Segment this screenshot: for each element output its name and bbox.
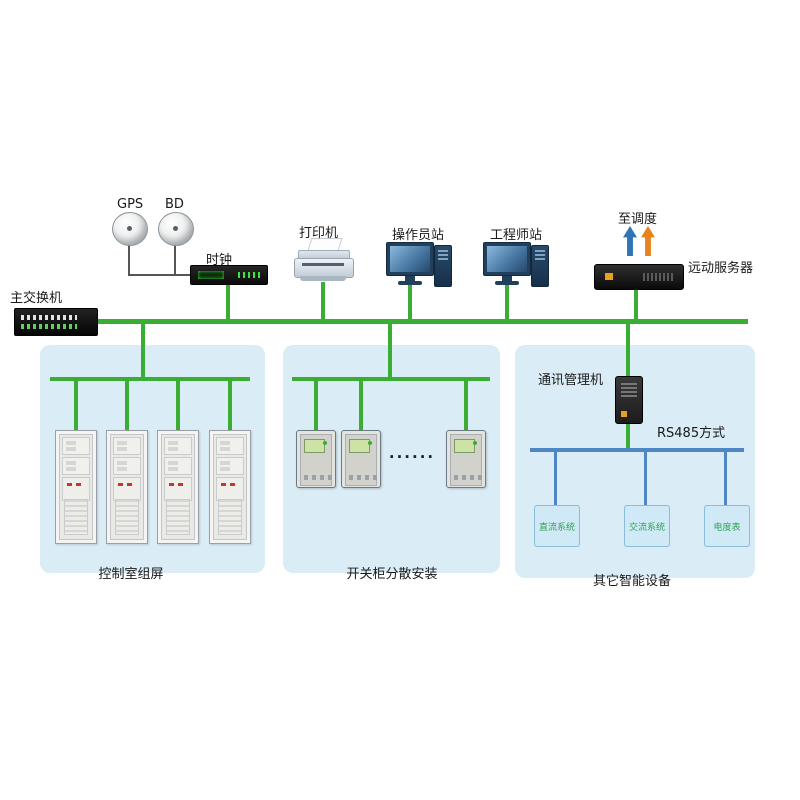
clock-bus-connector xyxy=(226,283,230,320)
engineer-workstation-icon xyxy=(483,242,549,287)
main-switch-icon xyxy=(14,308,98,336)
main-bus-line xyxy=(90,319,748,324)
remote-server-label: 远动服务器 xyxy=(688,261,754,276)
printer-label: 打印机 xyxy=(299,226,339,241)
control-cabinet-icon xyxy=(157,430,199,544)
dc-system-connector xyxy=(554,452,557,505)
relay1-connector xyxy=(314,381,318,430)
comm-rs485-connector xyxy=(626,422,630,448)
meter-connector xyxy=(724,452,727,505)
rs485-label: RS485方式 xyxy=(657,426,726,441)
protection-relay-icon xyxy=(446,430,486,488)
ellipsis-dots: ...... xyxy=(388,444,436,462)
printer-icon xyxy=(294,238,354,282)
control-cabinet-icon xyxy=(209,430,251,544)
server-bus-connector xyxy=(634,288,638,320)
switchgear-caption: 开关柜分散安装 xyxy=(346,567,438,582)
bd-label: BD xyxy=(165,197,184,212)
comm-manager-icon xyxy=(615,376,643,424)
ac-system-label: 交流系统 xyxy=(628,522,665,533)
control-cabinet-icon xyxy=(55,430,97,544)
panel1-bus-connector xyxy=(141,324,145,377)
dispatch-up-arrow-orange-icon xyxy=(641,226,655,256)
gps-antenna-icon xyxy=(112,212,148,246)
remote-server-icon xyxy=(594,264,684,290)
dc-system-label: 直流系统 xyxy=(538,522,575,533)
ac-system-connector xyxy=(644,452,647,505)
cabinet1-connector xyxy=(74,381,78,430)
cabinet2-connector xyxy=(125,381,129,430)
clock-label: 时钟 xyxy=(206,253,233,268)
operator-bus-connector xyxy=(408,285,412,320)
bd-antenna-icon xyxy=(158,212,194,246)
printer-bus-connector xyxy=(321,282,325,320)
operator-workstation-icon xyxy=(386,242,452,287)
main-switch-label: 主交换机 xyxy=(10,291,63,306)
relay3-connector xyxy=(464,381,468,430)
gps-label: GPS xyxy=(117,197,144,212)
operator-station-label: 操作员站 xyxy=(392,228,445,243)
ac-system-box: 交流系统 xyxy=(624,505,670,547)
protection-relay-icon xyxy=(296,430,336,488)
clock-device-icon xyxy=(190,265,268,285)
smart-devices-caption: 其它智能设备 xyxy=(592,574,672,589)
control-room-caption: 控制室组屏 xyxy=(98,567,164,582)
engineer-bus-connector xyxy=(505,285,509,320)
panel2-bus-connector xyxy=(388,324,392,377)
dc-system-box: 直流系统 xyxy=(534,505,580,547)
panel1-bus-line xyxy=(50,377,250,381)
energy-meter-box: 电度表 xyxy=(704,505,750,547)
dispatch-up-arrow-blue-icon xyxy=(623,226,637,256)
control-cabinet-icon xyxy=(106,430,148,544)
protection-relay-icon xyxy=(341,430,381,488)
cabinet4-connector xyxy=(228,381,232,430)
bd-wire xyxy=(174,244,176,276)
dispatch-label: 至调度 xyxy=(618,212,658,227)
comm-manager-label: 通讯管理机 xyxy=(538,373,604,388)
cabinet3-connector xyxy=(176,381,180,430)
engineer-station-label: 工程师站 xyxy=(490,228,543,243)
rs485-bus-line xyxy=(530,448,744,452)
antenna-clock-wire xyxy=(128,274,192,276)
relay2-connector xyxy=(359,381,363,430)
comm-bus-connector xyxy=(626,324,630,376)
panel2-bus-line xyxy=(292,377,490,381)
gps-wire xyxy=(128,244,130,276)
energy-meter-label: 电度表 xyxy=(713,522,741,533)
